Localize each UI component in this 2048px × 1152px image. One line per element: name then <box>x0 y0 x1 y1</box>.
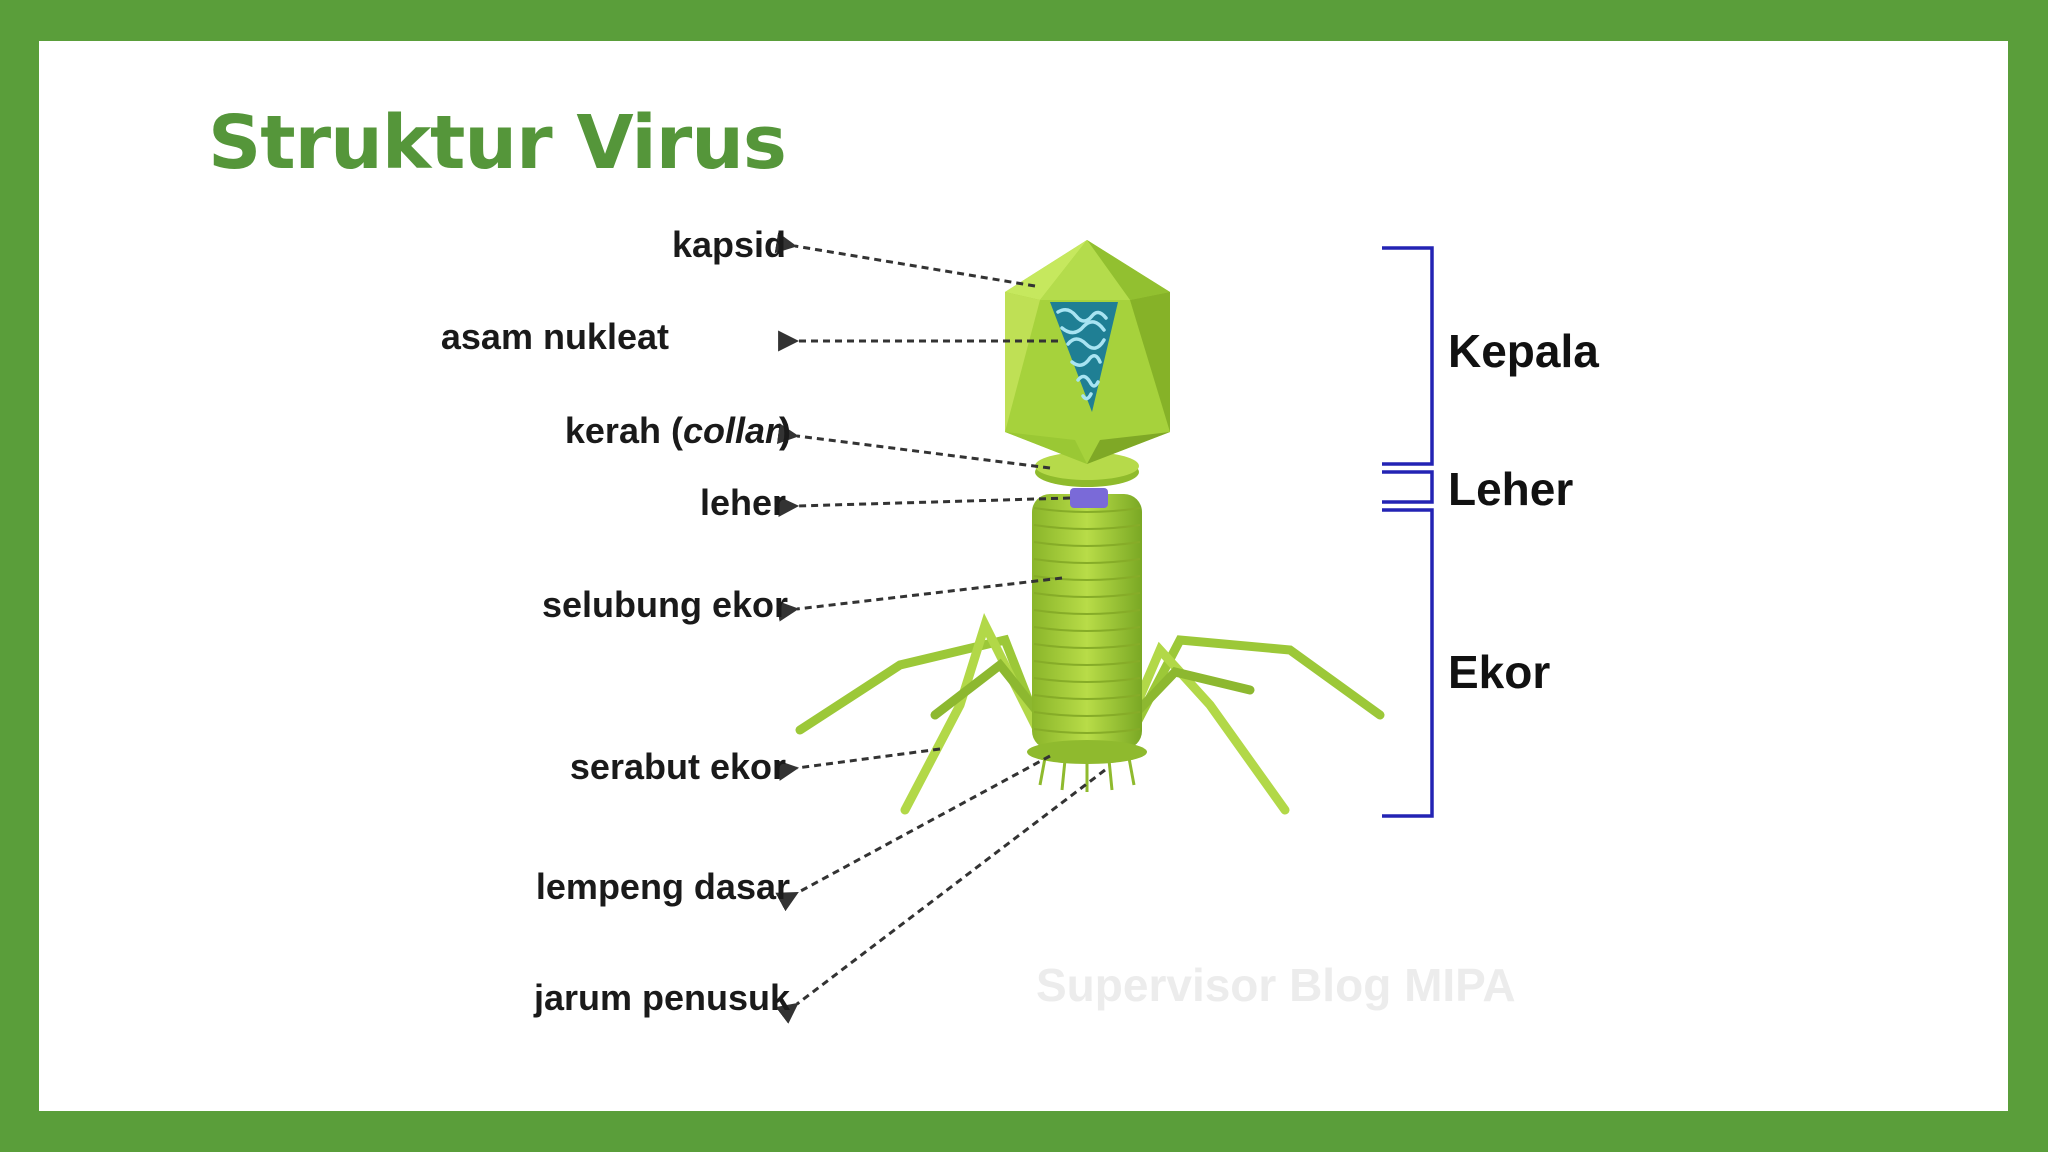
leader-selubung-ekor <box>777 576 1063 622</box>
segment-label-ekor: Ekor <box>1448 646 1551 698</box>
bracket-kepala <box>1382 246 1434 466</box>
tail-sheath-ring <box>1033 541 1141 547</box>
leader-kapsid <box>774 232 1036 288</box>
label-lempeng-dasar: lempeng dasar <box>535 866 790 907</box>
label-jarum-penusuk: jarum penusuk <box>533 977 790 1018</box>
label-kerah: kerah (collar) <box>564 410 791 451</box>
tail-sheath-ring <box>1033 626 1141 632</box>
bracket-leher <box>1382 470 1434 504</box>
tail-sheath-ring <box>1033 507 1141 513</box>
leader-lines <box>774 232 1106 1024</box>
tail-sheath-ring <box>1033 660 1141 666</box>
slide-title: Struktur Virus <box>208 100 787 186</box>
segment-brackets <box>1382 246 1434 818</box>
bracket-ekor <box>1382 508 1434 818</box>
label-leher: leher <box>699 482 786 523</box>
tail-sheath-ring <box>1033 711 1141 717</box>
watermark: Supervisor Blog MIPA <box>1036 959 1516 1011</box>
tail-sheath-ring <box>1033 575 1141 581</box>
tail-sheath-ring <box>1033 694 1141 700</box>
collar <box>1035 452 1139 487</box>
leader-serabut-ekor <box>776 747 941 781</box>
tail-sheath <box>1032 494 1142 749</box>
leader-kerah <box>776 423 1051 470</box>
leader-leher <box>777 496 1071 518</box>
tail-sheath-ring <box>1033 592 1141 598</box>
tail-sheath-ring <box>1033 677 1141 683</box>
neck <box>1070 488 1108 508</box>
tail-sheath-ring <box>1033 643 1141 649</box>
label-selubung-ekor: selubung ekor <box>541 584 788 625</box>
tail-sheath-ring <box>1033 524 1141 530</box>
leader-jarum-penusuk <box>775 768 1106 1024</box>
capsid-head <box>1005 240 1170 464</box>
tail-sheath-ring <box>1033 609 1141 615</box>
tail-sheath-ring <box>1033 728 1141 734</box>
segment-label-leher: Leher <box>1448 463 1574 515</box>
tail-sheath-ring <box>1033 558 1141 564</box>
label-kapsid: kapsid <box>671 224 786 265</box>
segment-label-kepala: Kepala <box>1448 325 1599 377</box>
slide-canvas <box>39 41 2008 1111</box>
base-plate <box>1027 740 1147 792</box>
label-asam-nukleat: asam nukleat <box>440 316 669 357</box>
label-serabut-ekor: serabut ekor <box>569 746 786 787</box>
